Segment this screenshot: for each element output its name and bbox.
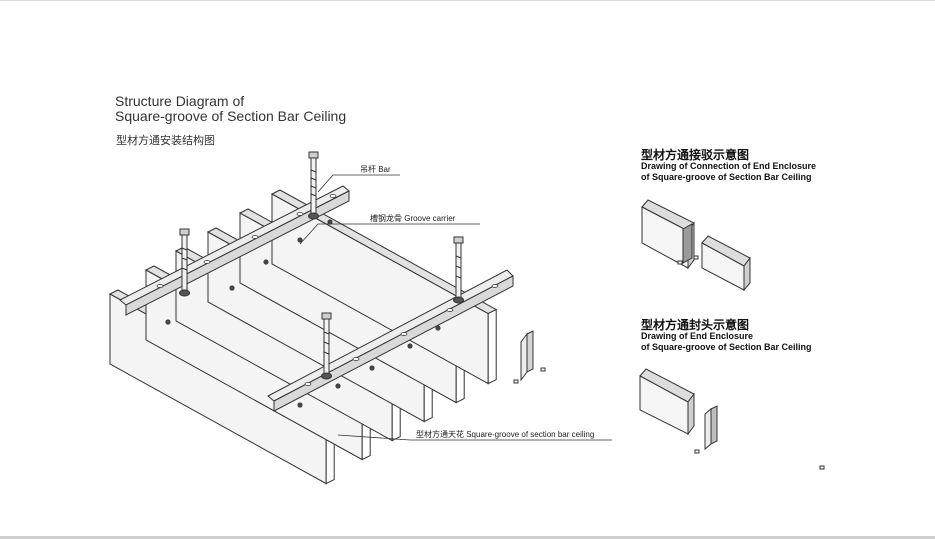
- leader-lines: [299, 174, 612, 441]
- bar-clip: [407, 343, 413, 349]
- bar-end: [487, 308, 497, 385]
- enclosure-title: 型材方通封头示意图: [641, 318, 750, 332]
- hanging-bar-4: [321, 312, 332, 380]
- carrier-hole: [352, 357, 360, 361]
- carrier-hole: [491, 284, 499, 288]
- diagram-title-line2: Square-groove of Section Bar Ceiling: [115, 108, 347, 124]
- carrier-hole: [156, 284, 164, 288]
- bar-clip: [229, 285, 235, 291]
- bottom-border: [0, 536, 935, 539]
- connection-title: 型材方通接驳示意图: [641, 148, 750, 162]
- carrier-hole: [304, 382, 312, 386]
- hanging-bar-3: [453, 236, 464, 304]
- bar-clips: [165, 219, 441, 408]
- bar-clip: [263, 259, 269, 265]
- connection-desc-line1: Drawing of Connection of End Enclosure: [641, 161, 817, 171]
- end-cap-main: [513, 330, 546, 384]
- carrier-hole: [296, 212, 304, 216]
- bar-clip: [297, 237, 303, 243]
- bar-clip: [165, 319, 171, 325]
- carrier-hole: [329, 194, 337, 198]
- label-bar: 吊杆 Bar: [360, 164, 391, 174]
- enclosure-desc-line2: of Square-groove of Section Bar Ceiling: [641, 341, 812, 352]
- diagram-subtitle-cn: 型材方通安装结构图: [116, 135, 215, 147]
- bar-clip: [369, 365, 375, 371]
- diagram-title-line1: Structure Diagram of: [115, 93, 245, 109]
- bar-clip: [435, 325, 441, 331]
- bar-clip: [335, 383, 341, 389]
- label-ceiling: 型材方通天花 Square-groove of section bar ceil…: [416, 429, 594, 439]
- enclosure-drawing: [639, 368, 825, 470]
- ceiling-bars: [108, 189, 498, 485]
- carrier-hole: [400, 332, 408, 336]
- diagram-title: Structure Diagram of Square-groove of Se…: [115, 94, 346, 124]
- enclosure-desc-line1: Drawing of End Enclosure: [641, 331, 754, 341]
- hanging-bar-1: [308, 151, 319, 220]
- label-groove-carrier: 槽钢龙骨 Groove carrier: [370, 213, 456, 223]
- bar-clip: [327, 219, 333, 225]
- connection-drawing: [641, 199, 751, 292]
- enclosure-description: Drawing of End Enclosure of Square-groov…: [641, 331, 812, 352]
- top-border: [0, 0, 935, 1]
- hanging-bar-2: [179, 228, 190, 297]
- carrier-hole: [203, 260, 211, 264]
- carrier-holes: [156, 194, 499, 386]
- carrier-hole: [446, 308, 454, 312]
- carrier-hole: [251, 235, 259, 239]
- bar-clip: [297, 402, 303, 408]
- connection-desc-line2: of Square-groove of Section Bar Ceiling: [641, 171, 812, 182]
- connection-description: Drawing of Connection of End Enclosure o…: [641, 161, 816, 182]
